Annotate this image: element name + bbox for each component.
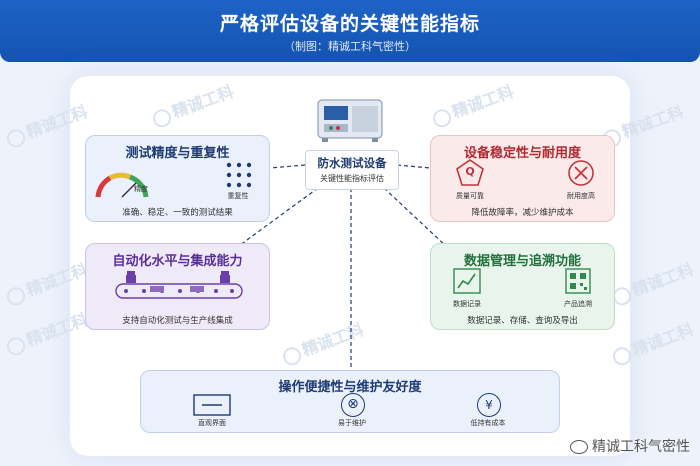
quality-label: 质量可靠 [456, 192, 484, 200]
page-subtitle: （制图：精诚工科气密性） [284, 40, 416, 53]
card-automation-text: 支持自动化测试与生产线集成 [122, 316, 233, 326]
card-automation: 自动化水平与集成能力 支持自动化测试与生产线集成 [85, 243, 270, 330]
card-stability-text: 降低故障率，减少维护成本 [471, 208, 574, 218]
center-title: 防水测试设备 [317, 156, 387, 170]
connector-precision [269, 164, 306, 169]
footer-watermark-text: 精诚工科气密性 [592, 439, 690, 455]
card-operation-title: 操作便捷性与维护友好度 [278, 380, 422, 395]
dots-grid-icon [226, 162, 252, 188]
maintenance-icon: ⊗ [341, 393, 365, 417]
card-automation-title: 自动化水平与集成能力 [112, 254, 243, 269]
cross-circle-icon [568, 160, 594, 186]
card-data-title: 数据管理与追溯功能 [463, 254, 581, 269]
gauge-label: 精度 [134, 185, 148, 193]
center-subtitle: 关键性能指标评估 [320, 174, 384, 183]
connector-automation [235, 187, 319, 249]
page-title: 严格评估设备的关键性能指标 [219, 13, 480, 35]
cost-icon: ¥ [477, 393, 501, 417]
screen-interface-icon [193, 394, 231, 416]
qr-code-icon [565, 268, 591, 294]
card-precision: 测试精度与重复性 精度 重复性 准确、稳定、一致的测试结果 [85, 135, 270, 222]
interface-label: 直观界面 [198, 419, 226, 427]
device-image [314, 90, 386, 150]
gauge-icon [95, 172, 149, 198]
durability-label: 耐用度高 [567, 192, 595, 200]
record-label: 数据记录 [453, 300, 481, 308]
connector-stability [396, 164, 431, 169]
cost-label: 低持有成本 [470, 419, 506, 427]
pentagon-quality-icon [456, 159, 484, 186]
footer-watermark: 精诚工科气密性 [570, 436, 690, 456]
center-node: 防水测试设备 关键性能指标评估 [305, 150, 399, 190]
line-chart-icon [453, 268, 481, 294]
trace-label: 产品追溯 [564, 300, 592, 308]
quality-glyph: Q [465, 165, 475, 178]
card-precision-title: 测试精度与重复性 [125, 146, 230, 161]
card-data: 数据管理与追溯功能 数据记录 产品追溯 数据记录、存储、查询及导出 [430, 243, 615, 330]
card-precision-text: 准确、稳定、一致的测试结果 [122, 208, 233, 218]
header-banner: 严格评估设备的关键性能指标 （制图：精诚工科气密性） [0, 0, 700, 62]
card-stability: 设备稳定性与耐用度 Q 质量可靠 耐用度高 降低故障率，减少维护成本 [430, 135, 615, 222]
weibo-icon [570, 440, 588, 454]
conveyor-line-icon [115, 271, 243, 299]
connector-data [383, 187, 449, 249]
card-operation: 操作便捷性与维护友好度 直观界面 ⊗ 易于维护 ¥ 低持有成本 [140, 370, 560, 433]
dots-label: 重复性 [227, 192, 249, 200]
maintenance-label: 易于维护 [338, 419, 366, 427]
card-data-text: 数据记录、存储、查询及导出 [467, 316, 578, 326]
card-stability-title: 设备稳定性与耐用度 [463, 146, 581, 161]
